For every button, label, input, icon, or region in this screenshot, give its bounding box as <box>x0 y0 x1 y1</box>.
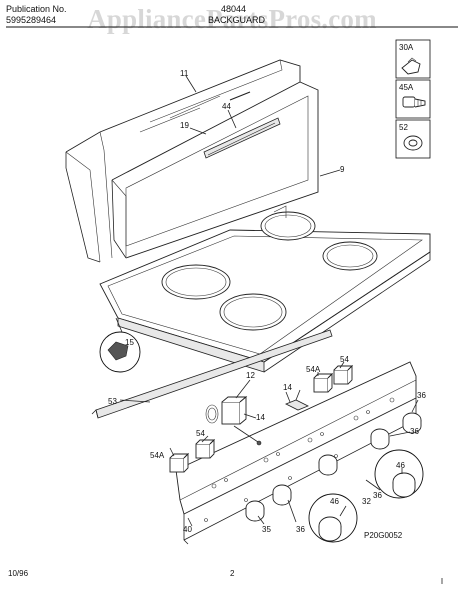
backguard-assembly <box>65 59 319 263</box>
switch-54-left <box>195 438 216 459</box>
callout-15: 15 <box>125 338 134 347</box>
callout-36-d: 36 <box>296 525 305 534</box>
clip-icon <box>401 59 421 75</box>
detail-46-left <box>308 493 358 543</box>
legend-label: 45A <box>399 83 414 92</box>
trim-strip <box>91 329 333 419</box>
footer-page: 2 <box>230 569 235 578</box>
knob-36-c <box>318 454 338 476</box>
callout-19: 19 <box>180 121 189 130</box>
callout-14-b: 14 <box>283 383 292 392</box>
callout-36-c: 36 <box>373 491 382 500</box>
watermark: AppliancePartsPros.com <box>87 4 377 34</box>
callout-36-b: 36 <box>410 427 419 436</box>
callout-44: 44 <box>222 102 231 111</box>
cooktop-assembly <box>99 205 431 373</box>
publication-label: Publication No. <box>6 4 67 14</box>
legend-label: 30A <box>399 43 414 52</box>
callout-54a-right: 54A <box>306 365 321 374</box>
screw-icon <box>402 96 426 108</box>
burner-right-front <box>322 241 378 271</box>
detail-46-right <box>374 449 424 499</box>
model-number: 48044 <box>221 4 247 14</box>
knob-35 <box>245 500 265 522</box>
callout-9: 9 <box>340 165 345 174</box>
switch-54a-left <box>169 452 190 473</box>
burner-left-front <box>219 293 287 331</box>
callout-14-a: 14 <box>256 413 265 422</box>
callout-40: 40 <box>183 525 192 534</box>
callout-54-right: 54 <box>340 355 349 364</box>
nut-icon <box>403 135 423 151</box>
legend-box-30a: 30A <box>395 39 431 79</box>
callout-53: 53 <box>108 397 117 406</box>
callout-46-right: 46 <box>396 461 405 470</box>
callout-35: 35 <box>262 525 271 534</box>
callout-54a-left: 54A <box>150 451 165 460</box>
burner-left-rear <box>161 264 231 300</box>
leader-lines <box>119 75 419 527</box>
knob-36-b <box>370 428 390 450</box>
callout-32: 32 <box>362 497 371 506</box>
drawing-code: P20G0052 <box>364 531 403 540</box>
switch-54-right <box>333 364 354 385</box>
shaft-14 <box>285 389 309 411</box>
legend-label: 52 <box>399 123 408 132</box>
knob-36-a <box>402 412 422 434</box>
callout-12: 12 <box>246 371 255 380</box>
callout-46-left: 46 <box>330 497 339 506</box>
control-panel <box>175 361 417 545</box>
legend-box-45a: 45A <box>395 79 431 119</box>
footer-date: 10/96 <box>8 569 29 578</box>
callout-36-a: 36 <box>417 391 426 400</box>
callout-54-left: 54 <box>196 429 205 438</box>
legend-box-52: 52 <box>395 119 431 159</box>
timer-assembly <box>205 396 262 446</box>
callout-11: 11 <box>180 69 189 78</box>
burner-right-rear <box>260 211 316 241</box>
detail-15 <box>99 317 141 373</box>
knob-36-d <box>272 484 292 506</box>
publication-number: 5995289464 <box>6 15 57 25</box>
section-title: BACKGUARD <box>208 15 266 25</box>
switch-54a-right <box>313 372 334 393</box>
